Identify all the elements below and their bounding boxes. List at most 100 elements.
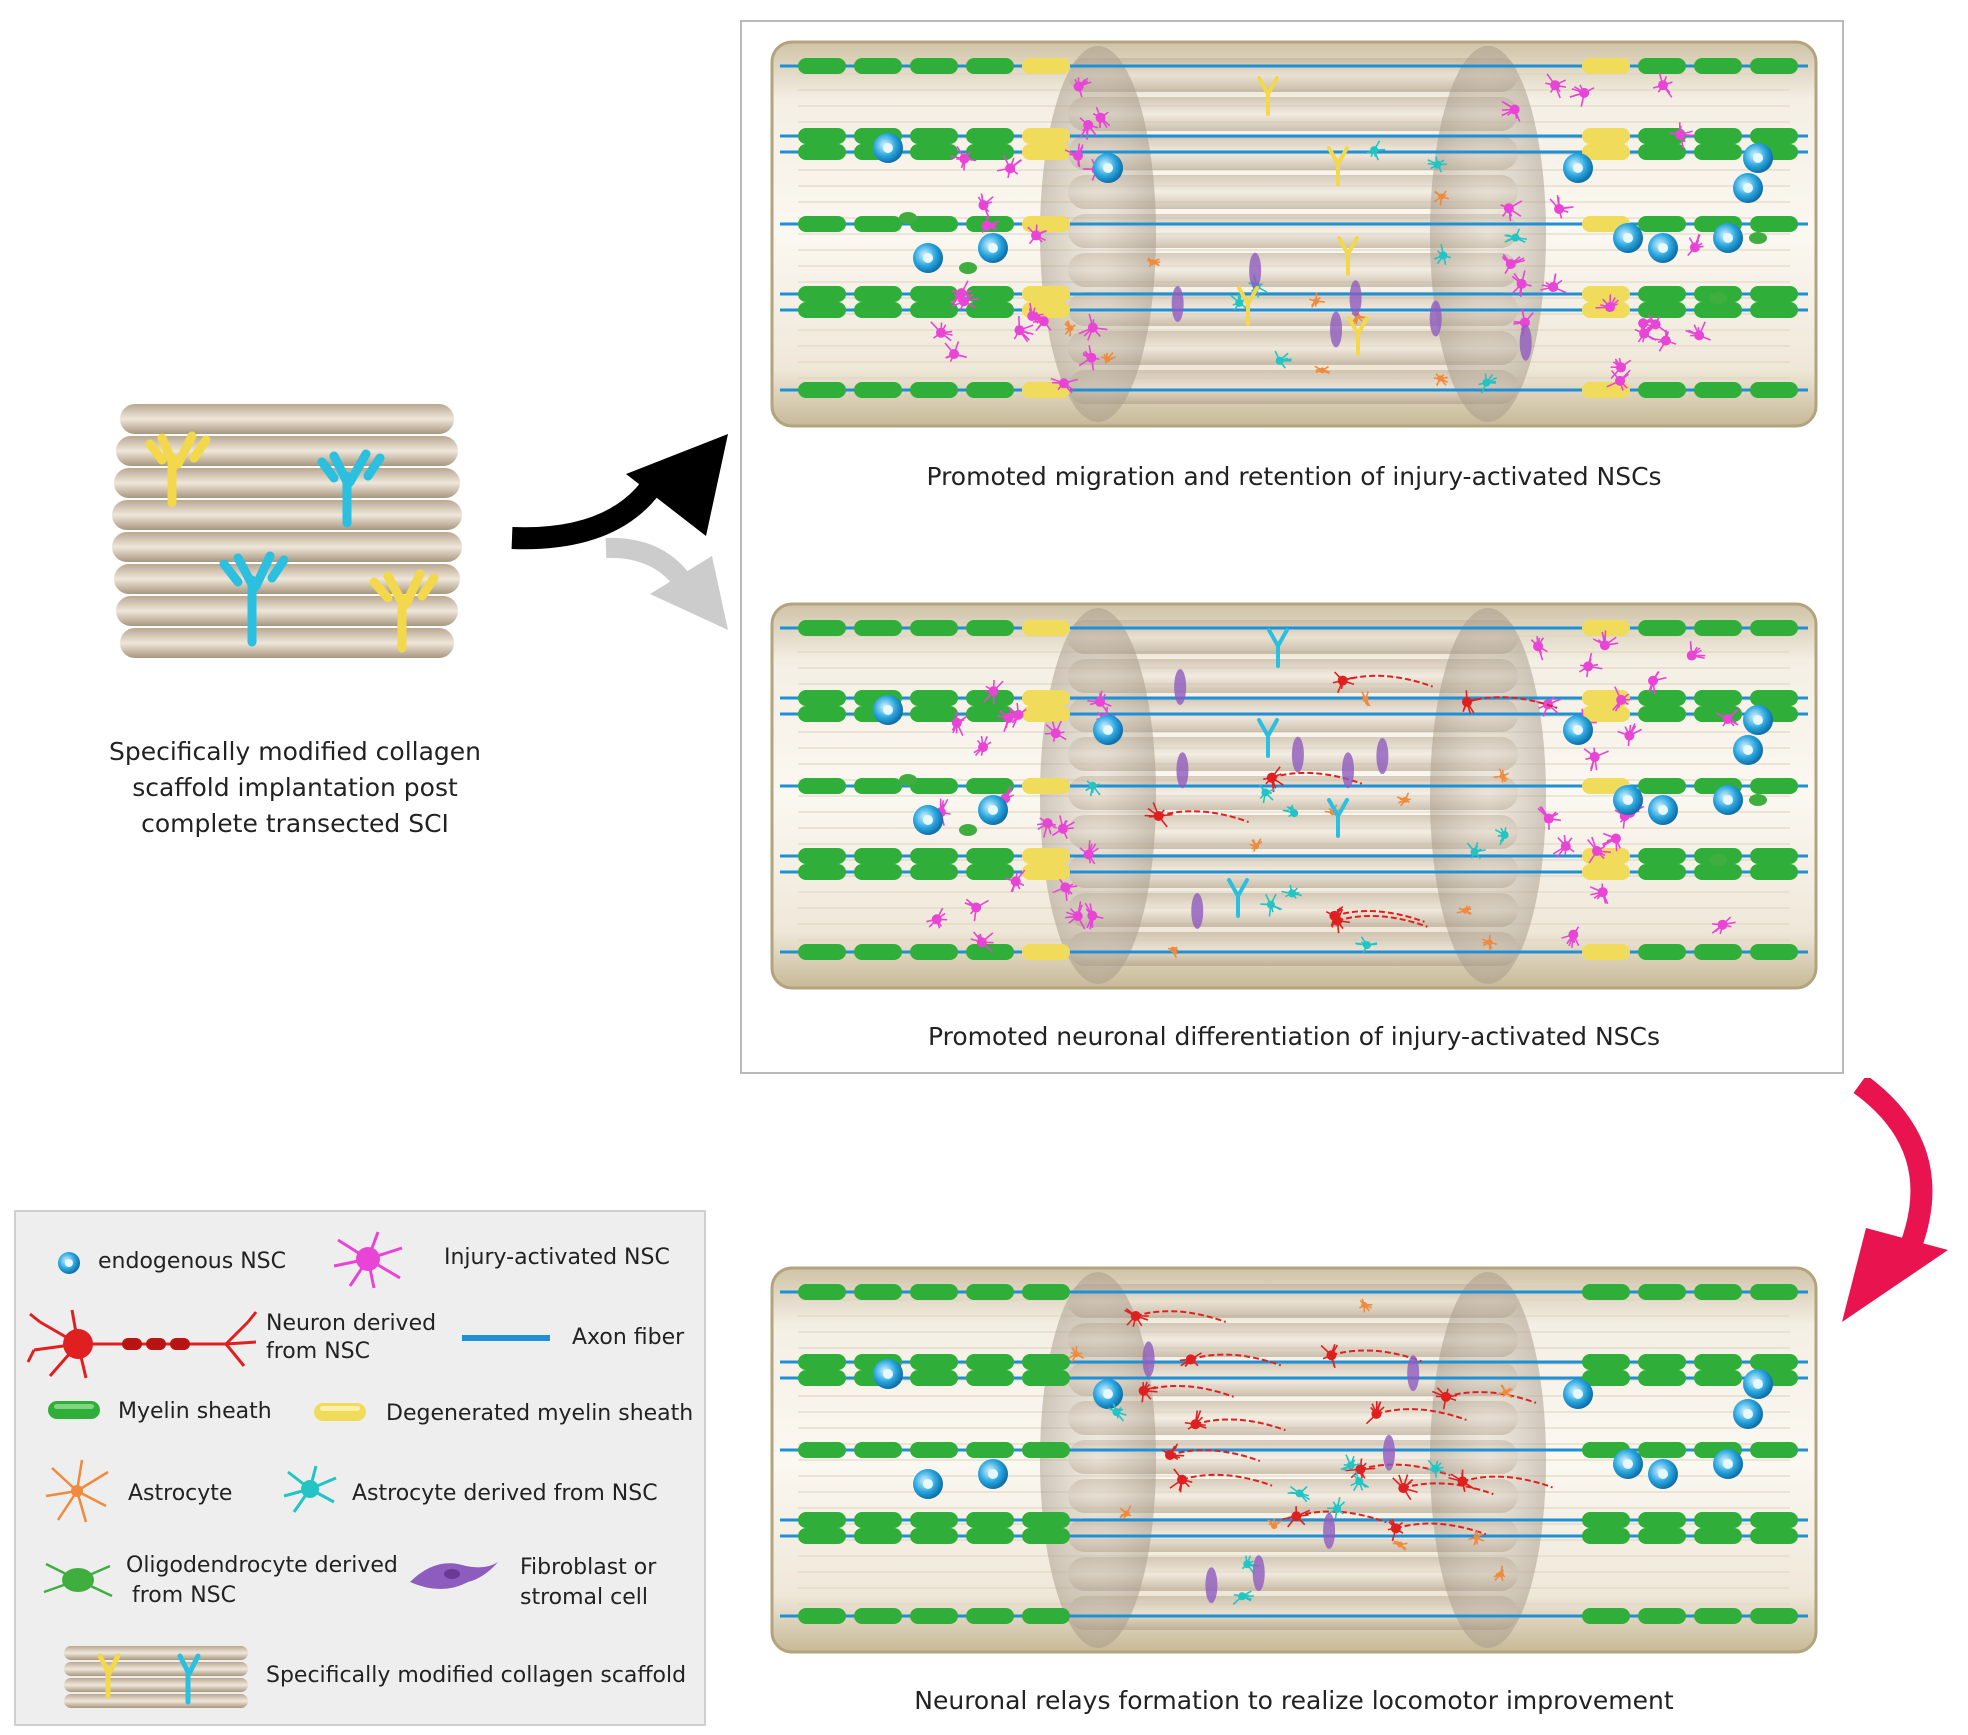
myelin-sheath: [910, 944, 958, 960]
legend-astrocyte-nsc: Astrocyte derived from NSC: [352, 1481, 658, 1506]
endogenous-nsc: [1093, 715, 1123, 745]
myelin-sheath: [1750, 302, 1798, 318]
neuron-axon: [1190, 1353, 1282, 1367]
myelin-sheath: [910, 1354, 958, 1370]
myelin-sheath: [910, 1528, 958, 1544]
endogenous-nsc: [1733, 735, 1763, 765]
injury-activated-nsc: [1537, 806, 1562, 830]
injury-activated-nsc: [1589, 883, 1609, 905]
neuron-axon: [1143, 1384, 1234, 1398]
endogenous-nsc: [1743, 143, 1773, 173]
myelin-sheath: [1638, 382, 1686, 398]
myelin-sheath: [854, 58, 902, 74]
myelin-sheath: [798, 1442, 846, 1458]
injury-activated-nsc: [1652, 72, 1673, 98]
astrocyte: [1064, 320, 1076, 337]
spinal-cord-tube: [770, 40, 1818, 428]
fibroblast: [1519, 324, 1532, 361]
injury-activated-nsc: [1545, 73, 1567, 99]
injury-activated-nsc: [1078, 345, 1100, 371]
astrocyte: [1100, 352, 1116, 365]
neuron: [1392, 1474, 1418, 1501]
neuron: [1138, 1381, 1158, 1403]
injury-activated-nsc: [1586, 836, 1612, 864]
myelin-sheath: [1750, 216, 1798, 232]
neuron: [1179, 1352, 1202, 1368]
injury-activated-nsc: [970, 931, 994, 953]
endogenous-nsc: [1563, 715, 1593, 745]
myelin-sheath: [910, 864, 958, 880]
spinal-cord-tube: [770, 602, 1818, 990]
myelin-sheath: [1022, 128, 1070, 144]
myelin-sheath: [1022, 1608, 1070, 1624]
endogenous-nsc: [873, 133, 903, 163]
myelin-sheath: [854, 382, 902, 398]
myelin-sheath: [854, 286, 902, 302]
endogenous-nsc: [1733, 173, 1763, 203]
astrocyte: [1168, 946, 1178, 959]
scaffold-rod: [1068, 58, 1518, 92]
endogenous-nsc: [1613, 785, 1643, 815]
myelin-sheath: [798, 1354, 846, 1370]
myelin-sheath: [1582, 864, 1630, 880]
myelin-sheath: [1694, 1354, 1742, 1370]
endogenous-nsc: [1713, 1449, 1743, 1479]
myelin-sheath: [1582, 1370, 1630, 1386]
myelin-sheath: [1750, 778, 1798, 794]
neuron-axon: [1466, 696, 1558, 709]
myelin-sheath: [1022, 848, 1070, 864]
legend-injury-activated-nsc: Injury-activated NSC: [444, 1245, 670, 1270]
myelin-sheath: [1582, 1354, 1630, 1370]
arrow-black-icon: [506, 420, 736, 550]
astrocyte-nsc: [1085, 780, 1101, 797]
myelin-sheath: [798, 1284, 846, 1300]
panel-3-caption: Neuronal relays formation to realize loc…: [914, 1686, 1674, 1715]
neuron: [1332, 908, 1350, 934]
neuron: [1462, 690, 1477, 714]
astrocyte: [1119, 1505, 1132, 1519]
tissue-band-right: [1430, 1272, 1546, 1648]
endogenous-nsc: [873, 695, 903, 725]
injury-activated-nsc: [944, 341, 968, 362]
myelin-sheath: [1582, 286, 1630, 302]
myelin-sheath: [1638, 1528, 1686, 1544]
injury-activated-nsc: [1601, 832, 1621, 852]
myelin-sheath: [910, 690, 958, 706]
myelin-sheath: [1750, 1528, 1798, 1544]
tissue-band-right: [1430, 608, 1546, 984]
astrocyte-nsc: [1466, 842, 1486, 860]
myelin-sheath: [1022, 286, 1070, 302]
neuron: [1332, 671, 1355, 693]
myelin-sheath: [1582, 706, 1630, 722]
astrocyte-nsc: [1232, 1590, 1254, 1605]
myelin-sheath: [1638, 144, 1686, 160]
astrocyte: [1249, 838, 1263, 852]
endogenous-nsc: [913, 1469, 943, 1499]
injury-activated-nsc: [1007, 702, 1027, 728]
endogenous-nsc: [978, 795, 1008, 825]
myelin-sheath: [1750, 128, 1798, 144]
endogenous-nsc: [1093, 153, 1123, 183]
endogenous-nsc: [1648, 233, 1678, 263]
neuron-axon: [1181, 1473, 1273, 1487]
endogenous-nsc: [1648, 795, 1678, 825]
antibody-icon: [1337, 236, 1359, 276]
neuron: [1282, 1506, 1311, 1528]
oligodendrocyte: [1749, 794, 1767, 806]
myelin-sheath: [798, 690, 846, 706]
neuron-axon: [1445, 1391, 1537, 1404]
legend-degenerated-myelin: Degenerated myelin sheath: [386, 1401, 694, 1426]
myelin-sheath: [1638, 778, 1686, 794]
myelin-sheath: [1694, 128, 1742, 144]
astrocyte: [1433, 190, 1450, 206]
injury-activated-nsc: [1500, 200, 1523, 222]
endogenous-nsc: [978, 1459, 1008, 1489]
injury-activated-nsc: [1617, 723, 1643, 747]
fibroblast: [1174, 668, 1187, 705]
injury-activated-nsc: [951, 711, 968, 736]
astrocyte: [1314, 365, 1330, 375]
myelin-sheath: [1638, 1442, 1686, 1458]
myelin-sheath: [1638, 848, 1686, 864]
panel-1-caption: Promoted migration and retention of inju…: [926, 462, 1662, 491]
injury-activated-nsc: [983, 679, 1004, 704]
